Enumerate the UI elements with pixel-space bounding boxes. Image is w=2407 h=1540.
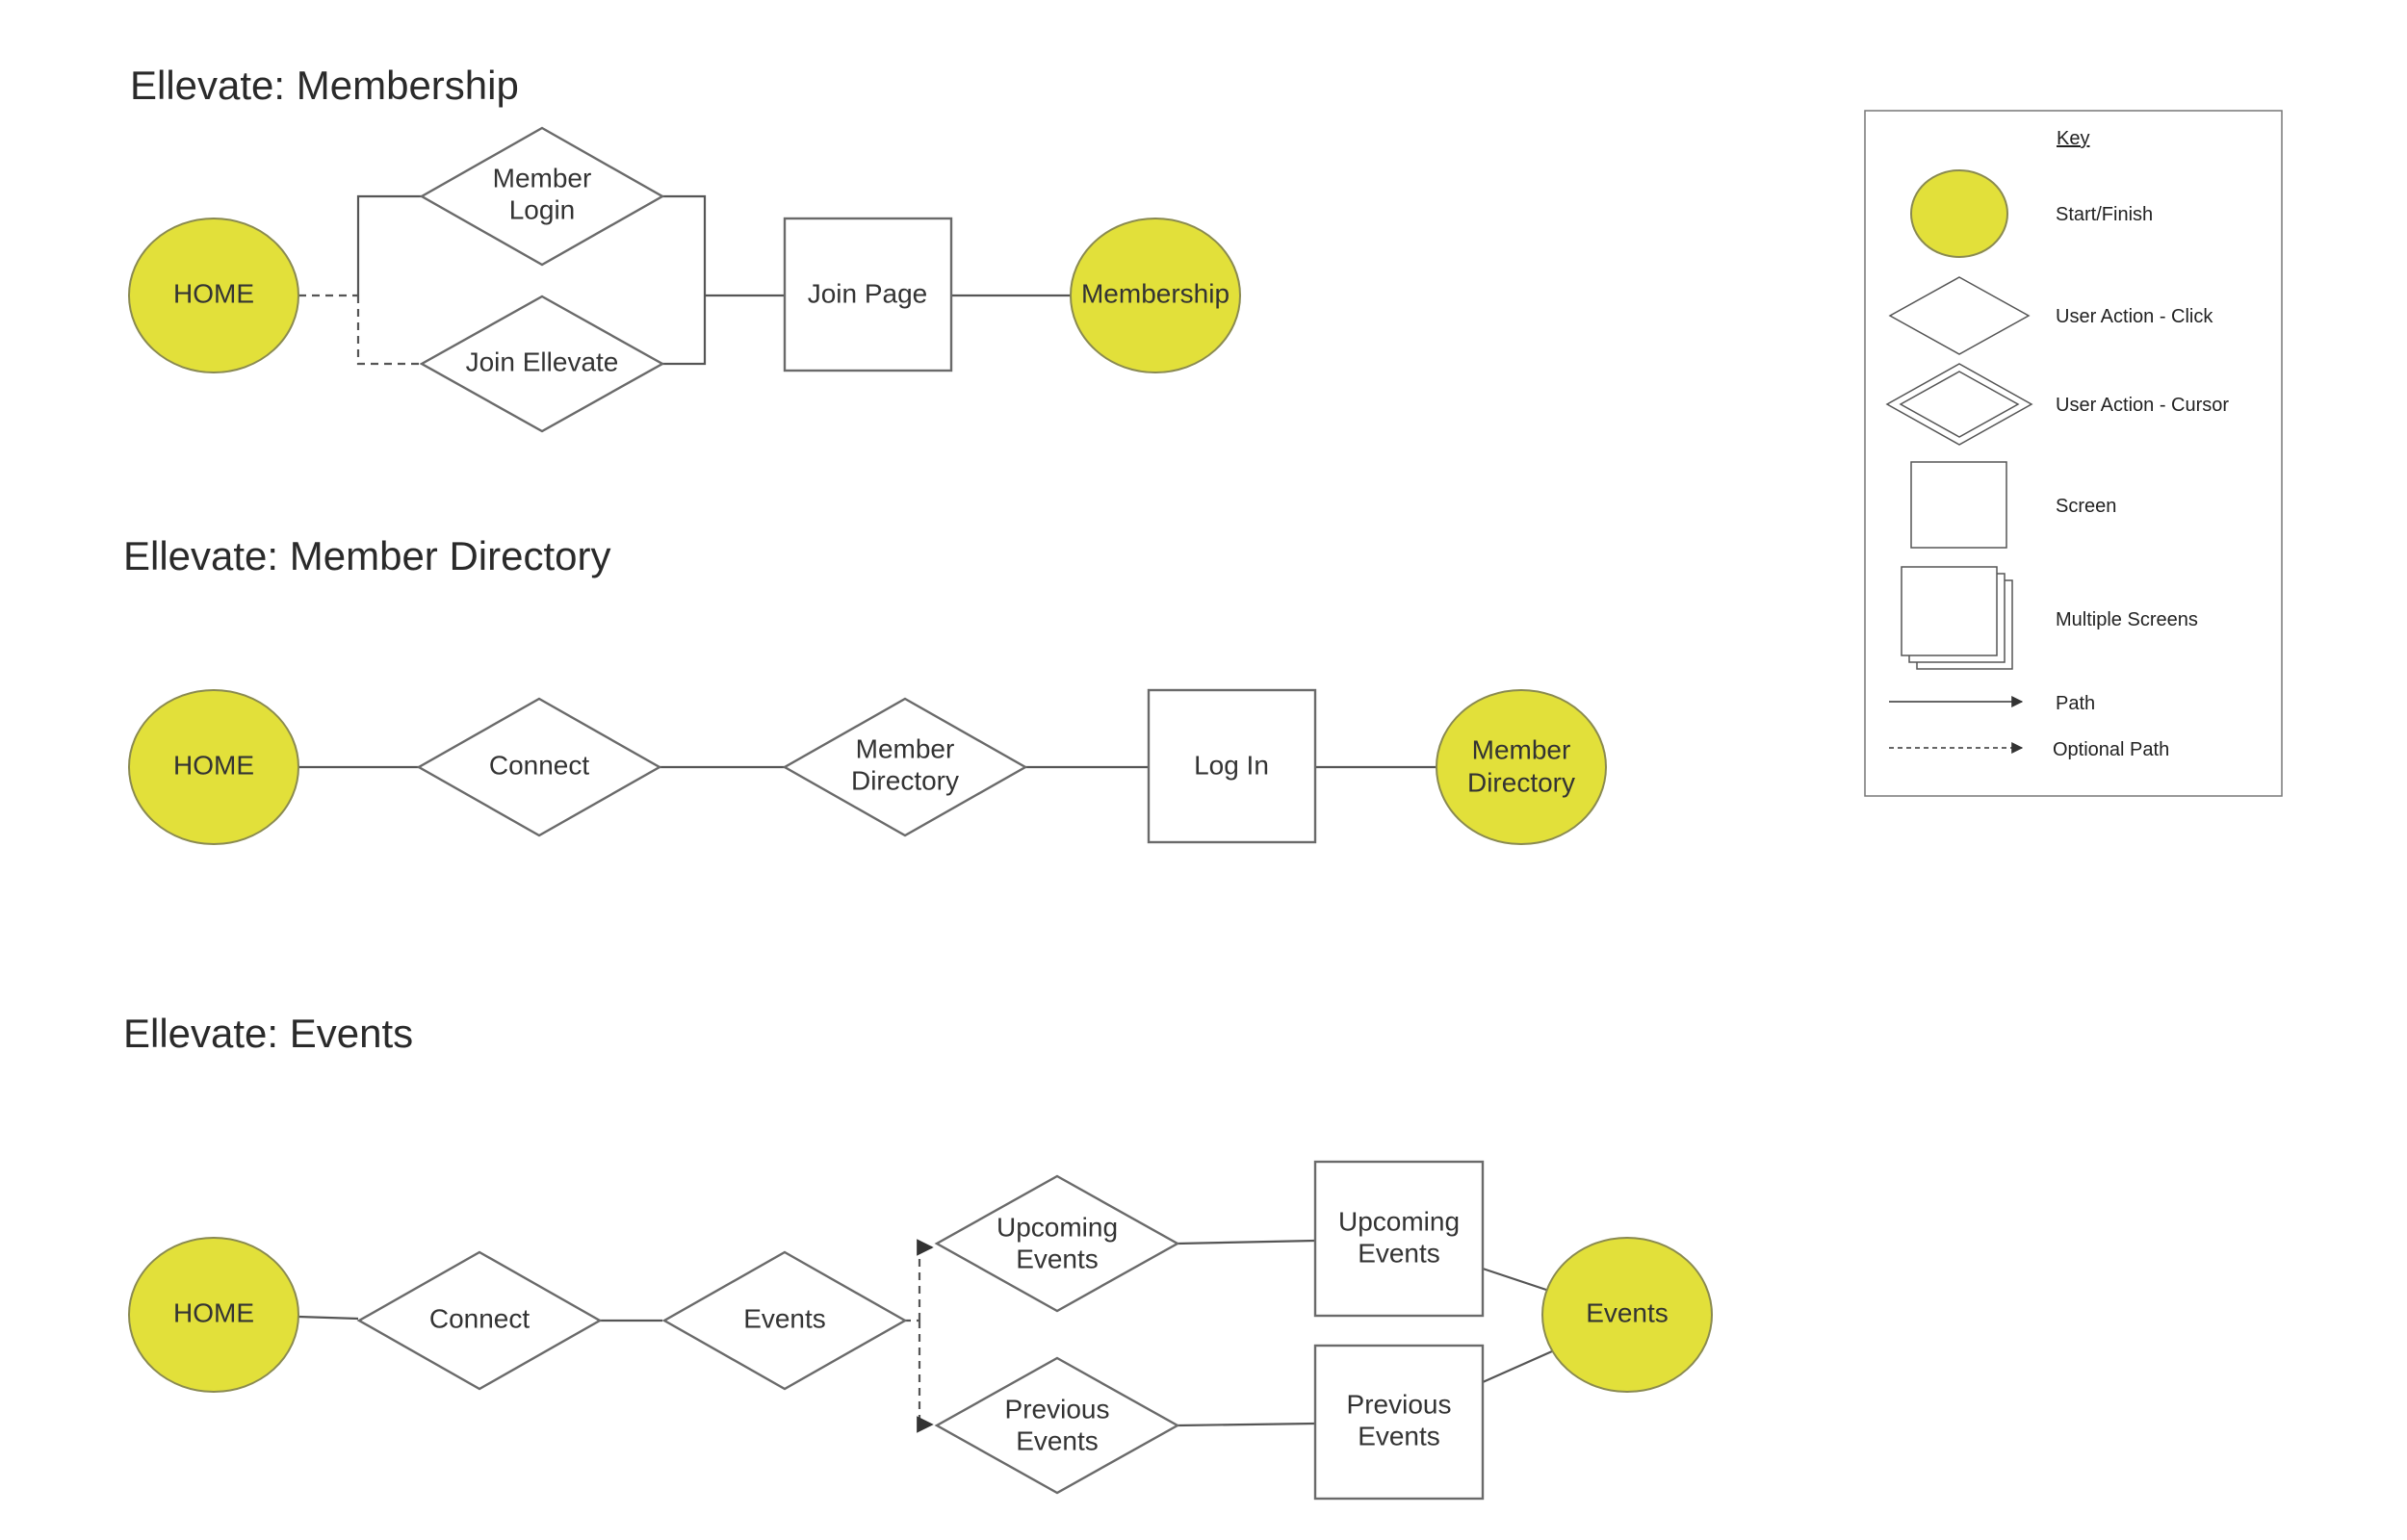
directory-section-title: Ellevate: Member Directory <box>123 533 610 578</box>
events-home-label: HOME <box>173 1297 254 1327</box>
legend-title: Key <box>2057 128 2089 149</box>
edge-join-ellevate-to-merge <box>662 295 707 366</box>
optional-path-to-previous <box>917 1321 934 1433</box>
join-page-label: Join Page <box>808 278 928 308</box>
member-login-action <box>419 126 665 267</box>
edge-branch-to-member-login <box>356 194 422 295</box>
home-start-label: HOME <box>173 278 254 308</box>
legend-path-label: Path <box>2056 693 2095 714</box>
member-login-label-line1: Member <box>493 163 592 192</box>
legend-cursor-diamond-outer-icon <box>1885 363 2033 446</box>
directory-home-node <box>128 689 299 845</box>
legend-screen-label: Screen <box>2056 496 2116 517</box>
log-in-screen <box>1147 688 1317 844</box>
directory-finish-node <box>1436 689 1607 845</box>
events-connect-label: Connect <box>429 1303 531 1333</box>
directory-connect-label: Connect <box>489 750 590 780</box>
events-flow: Ellevate: Events HOME Connect Events Upc… <box>123 1011 1713 1501</box>
directory-connect-action <box>416 697 662 837</box>
member-directory-action-line1: Member <box>856 733 955 763</box>
membership-finish-node <box>1070 218 1241 373</box>
member-directory-flow: Ellevate: Member Directory HOME Connect … <box>123 533 1607 845</box>
edge-member-login-to-merge <box>662 194 707 295</box>
legend-cursor-diamond-inner-icon <box>1899 371 2020 438</box>
upcoming-events-action <box>934 1174 1180 1313</box>
upcoming-events-action-line1: Upcoming <box>996 1212 1118 1242</box>
log-in-label: Log In <box>1194 750 1269 780</box>
legend-screen-icon <box>1910 461 2007 549</box>
previous-events-action-line1: Previous <box>1005 1394 1110 1424</box>
legend-start-finish-label: Start/Finish <box>2056 204 2153 225</box>
legend-optional-path-label: Optional Path <box>2053 739 2169 760</box>
legend-start-finish-symbol <box>1910 169 2008 258</box>
upcoming-events-screen-line2: Events <box>1358 1238 1440 1268</box>
join-ellevate-label: Join Ellevate <box>466 346 619 376</box>
events-connect-action <box>356 1250 603 1391</box>
previous-events-action <box>934 1356 1180 1495</box>
events-action <box>661 1250 908 1391</box>
edge-events-home-to-connect <box>298 1315 359 1321</box>
events-finish-node <box>1541 1237 1713 1393</box>
legend-multiple-screens-label: Multiple Screens <box>2056 609 2198 630</box>
directory-home-label: HOME <box>173 750 254 780</box>
member-directory-action-line2: Directory <box>851 765 959 795</box>
member-login-label-line2: Login <box>509 194 576 224</box>
membership-finish-label: Membership <box>1081 278 1229 308</box>
edge-branch-to-join-ellevate <box>356 295 422 366</box>
upcoming-events-screen <box>1313 1160 1485 1318</box>
legend-click-label: User Action - Click <box>2056 306 2213 327</box>
events-home-node <box>128 1237 299 1393</box>
edge-upcoming-screen-to-events-end <box>1482 1267 1553 1294</box>
edge-previous-screen-to-events-end <box>1482 1349 1553 1384</box>
events-action-label: Events <box>743 1303 826 1333</box>
events-finish-label: Events <box>1586 1297 1669 1327</box>
previous-events-screen-line2: Events <box>1358 1421 1440 1450</box>
legend-cursor-label: User Action - Cursor <box>2056 395 2229 416</box>
membership-flow: Ellevate: Membership HOME Member Login J… <box>128 63 1241 433</box>
previous-events-screen-line1: Previous <box>1347 1389 1452 1419</box>
directory-finish-label-line2: Directory <box>1467 767 1575 797</box>
membership-section-title: Ellevate: Membership <box>130 63 519 108</box>
edge-upcoming-action-to-screen <box>1177 1239 1316 1245</box>
legend-click-diamond-icon <box>1888 276 2031 355</box>
directory-finish-label-line1: Member <box>1472 734 1571 764</box>
events-section-title: Ellevate: Events <box>123 1011 413 1056</box>
join-ellevate-action <box>419 295 665 433</box>
edge-previous-action-to-screen <box>1177 1422 1316 1427</box>
optional-path-to-upcoming <box>917 1239 934 1321</box>
previous-events-screen <box>1313 1344 1485 1501</box>
upcoming-events-screen-line1: Upcoming <box>1338 1206 1460 1236</box>
home-start-node <box>128 218 299 373</box>
upcoming-events-action-line2: Events <box>1016 1244 1099 1273</box>
member-directory-action <box>782 697 1028 837</box>
previous-events-action-line2: Events <box>1016 1425 1099 1455</box>
legend-multiple-screens-front-icon <box>1901 566 1998 656</box>
legend-key: Key Start/Finish User Action - Click Use… <box>1864 110 2283 797</box>
join-page-screen <box>783 217 953 372</box>
